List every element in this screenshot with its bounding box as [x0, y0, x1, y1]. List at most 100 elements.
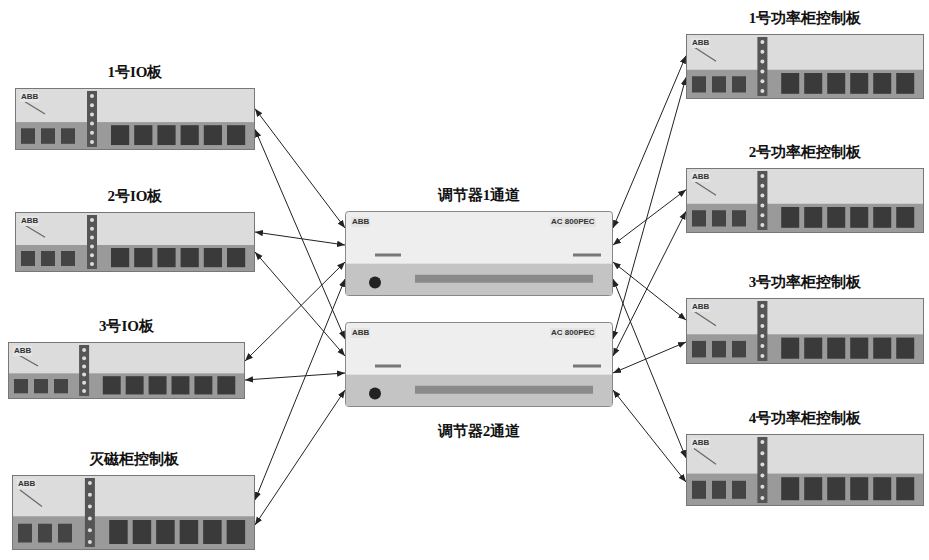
led — [88, 481, 92, 485]
led — [760, 184, 764, 188]
led — [760, 203, 764, 207]
double-arrow-link — [613, 190, 686, 245]
terminal-block — [873, 477, 891, 500]
led — [760, 60, 764, 64]
terminal-block — [181, 125, 199, 145]
terminal-block — [827, 73, 845, 94]
connector-strip — [687, 474, 923, 505]
led — [90, 227, 94, 231]
status-led — [375, 254, 401, 257]
node-heading: 1号功率柜控制板 — [686, 8, 924, 28]
fiber-port — [732, 210, 746, 226]
device-illustration — [686, 298, 924, 364]
led — [90, 112, 94, 116]
device-picture: ABBAC 800PEC — [345, 322, 613, 407]
port-row — [415, 386, 593, 394]
terminal-block — [157, 125, 175, 145]
led — [88, 493, 92, 497]
device-illustration — [686, 34, 924, 99]
front-panel — [346, 375, 612, 406]
led — [760, 213, 764, 217]
terminal-block — [896, 338, 914, 359]
double-arrow-link — [613, 211, 686, 356]
double-arrow-link — [613, 77, 686, 339]
led — [90, 122, 94, 126]
cable-mark — [694, 311, 716, 326]
led — [760, 69, 764, 73]
control-board: 1号功率柜控制板 ABB — [686, 8, 924, 99]
led — [760, 89, 764, 93]
double-arrow-link — [255, 109, 345, 228]
brand-label: AC 800PEC — [550, 217, 596, 227]
terminal-block — [850, 207, 868, 228]
device-picture: ABB — [15, 88, 255, 150]
terminal-block — [227, 520, 245, 544]
terminal-block — [873, 73, 891, 94]
board-housing — [687, 299, 924, 364]
led-column — [79, 345, 89, 396]
terminal-block — [896, 207, 914, 228]
fiber-port — [732, 76, 746, 92]
terminal-block — [896, 477, 914, 500]
cable-mark — [23, 100, 45, 114]
terminal-block — [204, 248, 222, 267]
control-board: 1号IO板 ABB — [15, 62, 255, 150]
device-illustration — [686, 168, 924, 233]
fiber-port — [54, 379, 68, 393]
board-housing — [687, 35, 924, 99]
terminal-block — [203, 520, 221, 544]
node-heading: 3号功率柜控制板 — [686, 272, 924, 292]
led — [760, 344, 764, 348]
fiber-port — [732, 481, 746, 499]
terminal-block — [804, 207, 822, 228]
terminal-block — [181, 248, 199, 267]
brand-label: ABB — [691, 302, 710, 312]
status-led — [375, 365, 401, 368]
led — [82, 381, 86, 385]
fiber-port — [692, 341, 706, 358]
led-column — [757, 37, 767, 96]
regulator-channel: 调节器1通道ABBAC 800PEC — [345, 185, 613, 296]
terminal-block — [804, 338, 822, 359]
led — [760, 485, 764, 489]
node-heading: 4号功率柜控制板 — [686, 408, 924, 428]
device-picture: ABB — [686, 34, 924, 99]
led — [760, 304, 764, 308]
fiber-port — [14, 379, 28, 393]
led — [90, 103, 94, 107]
led — [82, 364, 86, 368]
fiber-port — [41, 128, 55, 144]
board-housing — [9, 343, 245, 399]
double-arrow-link — [613, 390, 686, 482]
connector-strip — [687, 334, 923, 363]
controller-housing — [346, 212, 613, 296]
connector-strip — [687, 204, 923, 232]
cable-mark — [694, 47, 716, 61]
led — [760, 194, 764, 198]
board-housing — [13, 476, 255, 550]
device-picture: ABB — [15, 212, 255, 272]
fiber-port — [732, 341, 746, 358]
terminal-block — [781, 207, 799, 228]
terminal-block — [804, 73, 822, 94]
control-board: 3号IO板ABB — [8, 316, 245, 399]
brand-label: ABB — [351, 217, 370, 227]
double-arrow-link — [613, 262, 686, 320]
terminal-block — [149, 376, 167, 394]
terminal-block — [133, 520, 151, 544]
terminal-block — [827, 477, 845, 500]
led — [90, 94, 94, 98]
terminal-block — [126, 376, 144, 394]
fiber-connector — [369, 276, 381, 288]
brand-label: ABB — [13, 346, 32, 356]
led-column — [757, 171, 767, 230]
led — [90, 131, 94, 135]
led — [760, 440, 764, 444]
fiber-port — [41, 251, 55, 266]
device-picture: ABB — [8, 342, 245, 399]
node-heading: 灭磁柜控制板 — [12, 449, 255, 469]
control-board: 灭磁柜控制板ABB — [12, 449, 255, 550]
node-heading: 1号IO板 — [15, 62, 255, 82]
led-column — [87, 215, 97, 269]
